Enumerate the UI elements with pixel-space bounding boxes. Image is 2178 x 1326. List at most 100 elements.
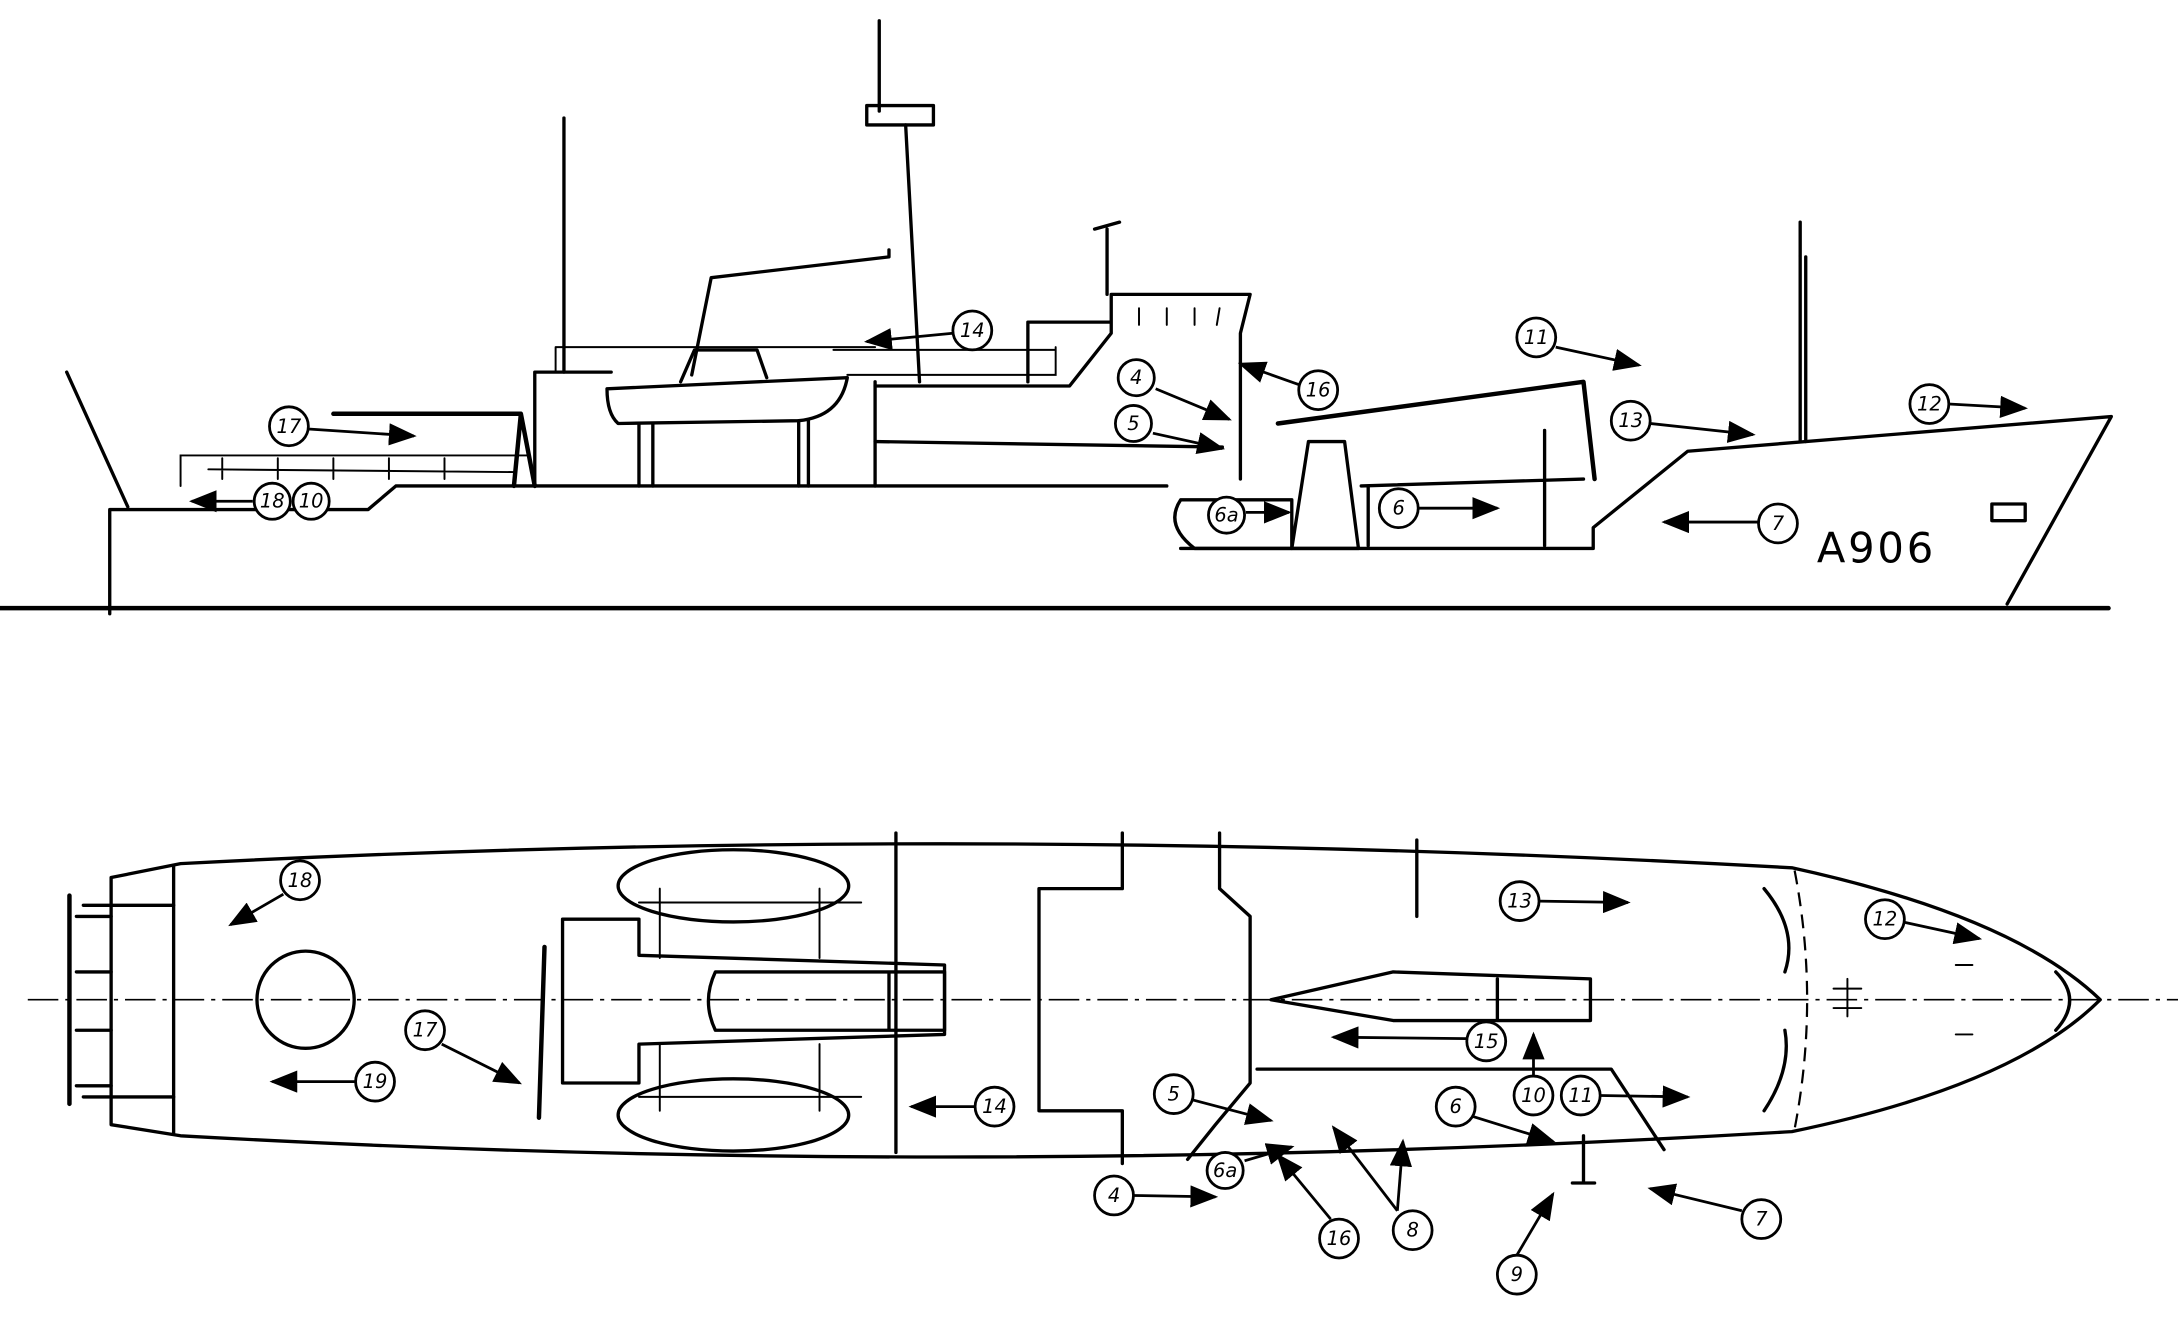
callout-16: 16	[1318, 1217, 1360, 1260]
svg-text:13: 13	[1507, 890, 1532, 913]
callout-5: 5	[1152, 1073, 1195, 1115]
svg-text:16: 16	[1327, 1227, 1352, 1250]
plan-view	[27, 831, 2178, 1185]
radar-mast	[1092, 220, 1122, 297]
rubber-boat	[1173, 498, 1294, 551]
svg-text:12: 12	[1917, 393, 1942, 416]
svg-text:13: 13	[1618, 409, 1643, 432]
aft-superstructure-plan	[560, 917, 947, 1085]
center-deckhouse	[706, 970, 947, 1032]
svg-text:14: 14	[960, 319, 985, 342]
svg-text:16: 16	[1306, 379, 1331, 402]
side-view-callouts: 17 18 10 14 4 5 16 11 13 12 6a 6 7	[188, 309, 2028, 545]
callout-14: 14	[973, 1085, 1016, 1128]
callout-4: 4	[1093, 1174, 1135, 1217]
callout-9: 9	[1495, 1253, 1538, 1296]
svg-text:6a: 6a	[1213, 1159, 1237, 1182]
aft-davit	[331, 411, 537, 489]
svg-text:6a: 6a	[1214, 504, 1238, 527]
callout-6: 6	[1377, 487, 1420, 530]
boat-cradles	[637, 419, 811, 488]
boat-starboard	[616, 1077, 851, 1153]
svg-text:19: 19	[363, 1070, 388, 1093]
svg-text:4: 4	[1108, 1184, 1120, 1207]
ships-boat	[605, 348, 849, 426]
callout-17: 17	[404, 1009, 446, 1052]
callout-12: 12	[1864, 898, 1906, 941]
callout-7: 7	[1740, 1198, 1783, 1240]
svg-text:15: 15	[1474, 1030, 1499, 1053]
callout-10: 10	[291, 481, 331, 521]
bow-frame-line	[1793, 870, 1809, 1130]
callout-13: 13	[1609, 399, 1652, 442]
callout-13: 13	[1498, 880, 1541, 922]
hull-outline-plan	[109, 842, 2102, 1159]
callout-11: 11	[1515, 316, 1558, 359]
svg-text:17: 17	[277, 415, 302, 438]
svg-text:18: 18	[260, 490, 285, 513]
anchor	[1570, 1134, 1597, 1185]
hatch-circle	[255, 949, 356, 1050]
callout-6a: 6a	[1207, 495, 1246, 535]
stern-flagstaff	[65, 370, 130, 509]
fore-mast	[1798, 220, 1808, 444]
boat-port	[616, 848, 851, 924]
svg-text:7: 7	[1755, 1208, 1768, 1231]
side-view: A906	[0, 19, 2113, 616]
callout-8: 8	[1391, 1209, 1434, 1252]
svg-text:18: 18	[288, 869, 313, 892]
callout-5: 5	[1114, 404, 1153, 443]
hull-number: A906	[1817, 523, 1936, 572]
anchor-gear	[1832, 964, 1974, 1036]
svg-text:12: 12	[1873, 908, 1898, 931]
aft-rail	[179, 454, 529, 487]
callout-6: 6	[1434, 1085, 1477, 1128]
svg-text:8: 8	[1406, 1219, 1418, 1242]
callout-14: 14	[951, 309, 994, 352]
superstructure-sides	[894, 831, 1125, 1166]
svg-text:9: 9	[1511, 1263, 1523, 1286]
callout-4: 4	[1116, 358, 1156, 398]
svg-text:10: 10	[299, 490, 324, 513]
svg-text:5: 5	[1127, 412, 1139, 435]
bridge-block	[873, 292, 1252, 481]
forward-crane-plan	[1269, 970, 1593, 1023]
callout-15: 15	[1465, 1020, 1508, 1063]
forward-crane-arm	[1275, 379, 1597, 482]
callout-16: 16	[1297, 369, 1340, 411]
bridge-plan	[1185, 831, 1666, 1162]
svg-text:10: 10	[1521, 1084, 1546, 1107]
mast-platform	[865, 103, 936, 127]
callout-11: 11	[1559, 1074, 1602, 1117]
svg-text:17: 17	[413, 1019, 438, 1042]
svg-text:6: 6	[1450, 1095, 1462, 1118]
callout-19: 19	[354, 1060, 396, 1103]
callout-18: 18	[279, 859, 321, 902]
bow-bulwark	[1762, 886, 1791, 1113]
aft-davit-plan	[536, 944, 547, 1120]
svg-text:7: 7	[1772, 512, 1785, 535]
callout-7: 7	[1757, 502, 1799, 545]
svg-text:5: 5	[1168, 1083, 1180, 1106]
boat-cradles-plan	[637, 887, 863, 1112]
callout-6a: 6a	[1205, 1151, 1245, 1190]
main-mast	[877, 19, 922, 384]
callout-17: 17	[268, 405, 310, 448]
forward-deckhouse	[1290, 439, 1361, 551]
svg-text:11: 11	[1524, 326, 1549, 349]
stern-fittings	[74, 903, 176, 1099]
bridge-windows	[1138, 307, 1221, 326]
boat-crane	[690, 248, 891, 377]
bow-tip	[2054, 970, 2072, 1032]
svg-text:14: 14	[982, 1095, 1007, 1118]
upper-rail	[554, 346, 1057, 376]
callout-10: 10	[1512, 1074, 1555, 1117]
bow-flag	[1990, 502, 2027, 523]
deck-box	[1359, 428, 1586, 548]
callout-12: 12	[1908, 383, 1951, 425]
svg-text:6: 6	[1393, 497, 1405, 520]
svg-text:11: 11	[1568, 1084, 1593, 1107]
svg-text:4: 4	[1130, 366, 1142, 389]
plan-view-callouts: 18 17 19 14 5 6a 4 16 8 9 6 10 11 15 7 1…	[228, 859, 1983, 1296]
